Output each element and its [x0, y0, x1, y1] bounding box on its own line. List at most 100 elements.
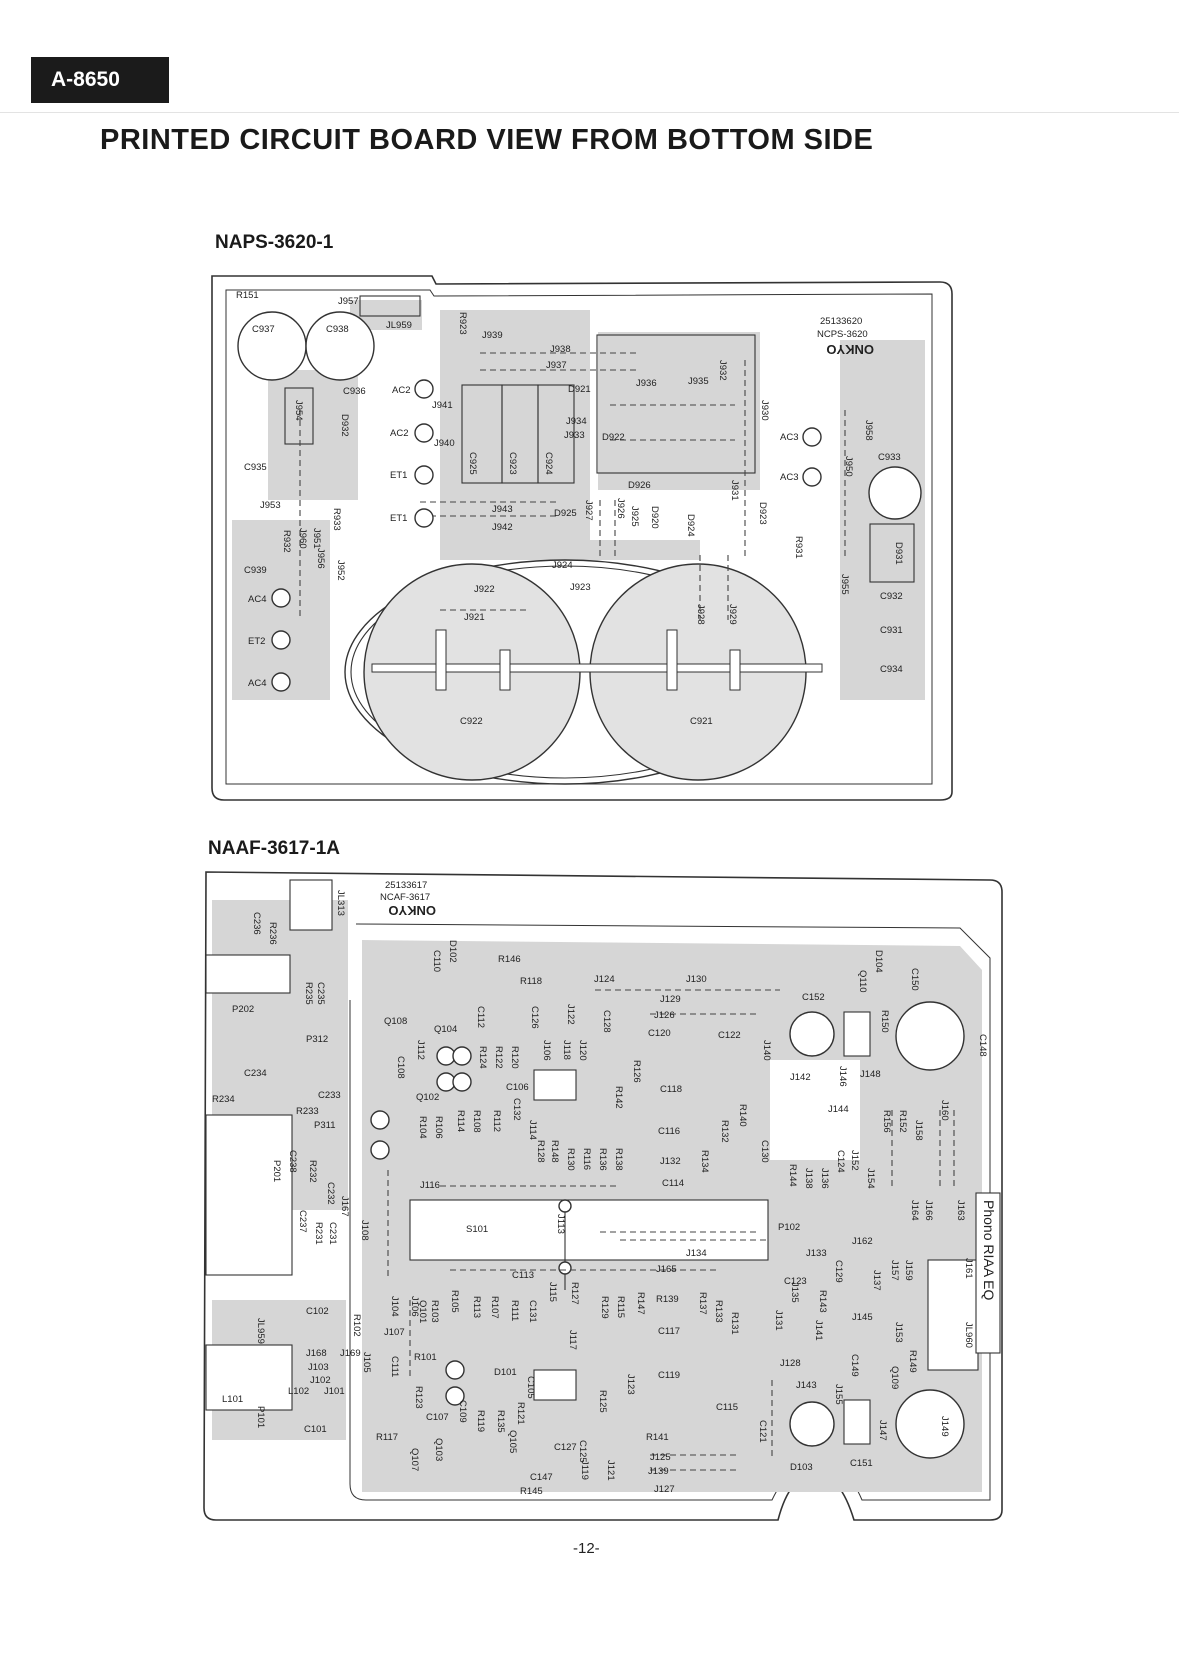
- svg-text:C931: C931: [880, 625, 903, 636]
- svg-text:R150: R150: [879, 1010, 890, 1033]
- svg-text:J105: J105: [361, 1352, 372, 1373]
- svg-text:C112: C112: [475, 1006, 486, 1028]
- power-supply-board: 25133620 NCPS-3620 ONKYO R151 J957 JL959…: [211, 275, 953, 801]
- svg-text:R141: R141: [646, 1432, 669, 1443]
- svg-text:J927: J927: [583, 500, 594, 521]
- svg-text:P312: P312: [306, 1034, 328, 1045]
- board-1-inner-outline: [225, 289, 933, 785]
- svg-text:J119: J119: [579, 1460, 590, 1480]
- svg-text:C238: C238: [287, 1150, 298, 1173]
- copper-area: [232, 520, 330, 700]
- svg-text:C921: C921: [690, 716, 713, 727]
- svg-text:J106: J106: [541, 1040, 552, 1061]
- svg-text:L101: L101: [222, 1394, 243, 1405]
- svg-text:J935: J935: [688, 376, 709, 387]
- svg-text:J152: J152: [849, 1150, 860, 1171]
- svg-text:C924: C924: [543, 452, 554, 475]
- svg-text:J120: J120: [577, 1040, 588, 1061]
- svg-text:J147: J147: [877, 1420, 888, 1441]
- svg-text:J143: J143: [796, 1380, 817, 1391]
- terminal-pads: [271, 379, 822, 692]
- svg-text:Q104: Q104: [434, 1024, 457, 1035]
- svg-text:R134: R134: [699, 1150, 710, 1173]
- svg-text:D920: D920: [649, 506, 660, 529]
- svg-text:J140: J140: [761, 1040, 772, 1061]
- svg-text:C119: C119: [658, 1370, 680, 1381]
- svg-text:J133: J133: [806, 1248, 827, 1259]
- svg-text:J137: J137: [871, 1270, 882, 1291]
- svg-text:J922: J922: [474, 584, 495, 595]
- svg-text:J162: J162: [852, 1236, 873, 1247]
- svg-text:J101: J101: [324, 1386, 345, 1397]
- header-divider: [0, 112, 1179, 113]
- copper-area: [440, 310, 700, 560]
- svg-text:C237: C237: [297, 1210, 308, 1233]
- transistor-q110: [843, 1011, 871, 1057]
- svg-text:J124: J124: [594, 974, 615, 985]
- svg-text:C937: C937: [252, 324, 275, 335]
- capacitor-c152: [789, 1011, 835, 1057]
- svg-text:J960: J960: [297, 528, 308, 549]
- board-2-logo: ONKYO: [388, 903, 436, 918]
- svg-text:R143: R143: [817, 1290, 828, 1313]
- svg-text:R145: R145: [520, 1486, 543, 1497]
- svg-text:J954: J954: [293, 400, 304, 421]
- svg-text:R236: R236: [267, 922, 278, 945]
- copper-area: [598, 332, 760, 490]
- svg-text:J104: J104: [389, 1296, 400, 1317]
- svg-text:R144: R144: [787, 1164, 798, 1187]
- svg-text:R107: R107: [489, 1296, 500, 1319]
- svg-text:J939: J939: [482, 330, 503, 341]
- svg-text:D923: D923: [757, 502, 768, 525]
- board-1-logo: ONKYO: [826, 342, 874, 357]
- svg-text:R115: R115: [615, 1296, 626, 1318]
- svg-text:R123: R123: [413, 1386, 424, 1409]
- svg-text:C938: C938: [326, 324, 349, 335]
- svg-text:Q108: Q108: [384, 1016, 407, 1027]
- svg-text:J942: J942: [492, 522, 513, 533]
- svg-text:J142: J142: [790, 1072, 811, 1083]
- svg-text:C118: C118: [660, 1084, 682, 1095]
- svg-text:R113: R113: [471, 1296, 482, 1318]
- connector-p101: [205, 1344, 293, 1411]
- svg-text:J955: J955: [839, 574, 850, 595]
- capacitor-c933: [868, 466, 922, 520]
- svg-text:J122: J122: [565, 1004, 576, 1025]
- svg-text:Q101: Q101: [417, 1300, 428, 1323]
- svg-text:R133: R133: [713, 1300, 724, 1323]
- capacitor-c151: [789, 1401, 835, 1447]
- svg-text:J950: J950: [843, 456, 854, 477]
- page-title: PRINTED CIRCUIT BOARD VIEW FROM BOTTOM S…: [100, 124, 874, 156]
- svg-text:J943: J943: [492, 504, 513, 515]
- svg-text:R116: R116: [581, 1148, 592, 1170]
- svg-text:C933: C933: [878, 452, 901, 463]
- capacitor-c937: [237, 311, 307, 381]
- svg-text:C124: C124: [835, 1150, 846, 1173]
- svg-text:C109: C109: [457, 1400, 468, 1423]
- capacitor-bank: [537, 384, 575, 484]
- svg-text:R132: R132: [719, 1120, 730, 1143]
- component-block: [533, 1369, 577, 1401]
- svg-text:J145: J145: [852, 1312, 873, 1323]
- svg-text:J937: J937: [546, 360, 567, 371]
- svg-text:J141: J141: [813, 1320, 824, 1341]
- board-1-part-number: 25133620: [820, 316, 862, 327]
- svg-text:C925: C925: [467, 452, 478, 475]
- svg-text:J953: J953: [260, 500, 281, 511]
- svg-text:C935: C935: [244, 462, 267, 473]
- svg-text:C936: C936: [343, 386, 366, 397]
- svg-text:J112: J112: [415, 1040, 426, 1060]
- svg-text:C121: C121: [757, 1420, 768, 1443]
- svg-text:C149: C149: [849, 1354, 860, 1377]
- phono-riaa-eq-label: Phono RIAA EQ: [981, 1200, 997, 1301]
- svg-text:J157: J157: [889, 1260, 900, 1281]
- svg-text:D104: D104: [873, 950, 884, 973]
- svg-text:J936: J936: [636, 378, 657, 389]
- svg-text:ET2: ET2: [248, 636, 265, 647]
- capacitor-c938: [305, 311, 375, 381]
- svg-text:R126: R126: [631, 1060, 642, 1083]
- svg-text:P101: P101: [255, 1406, 266, 1428]
- svg-text:R137: R137: [697, 1292, 708, 1315]
- svg-text:R103: R103: [429, 1300, 440, 1323]
- svg-text:C114: C114: [662, 1178, 684, 1189]
